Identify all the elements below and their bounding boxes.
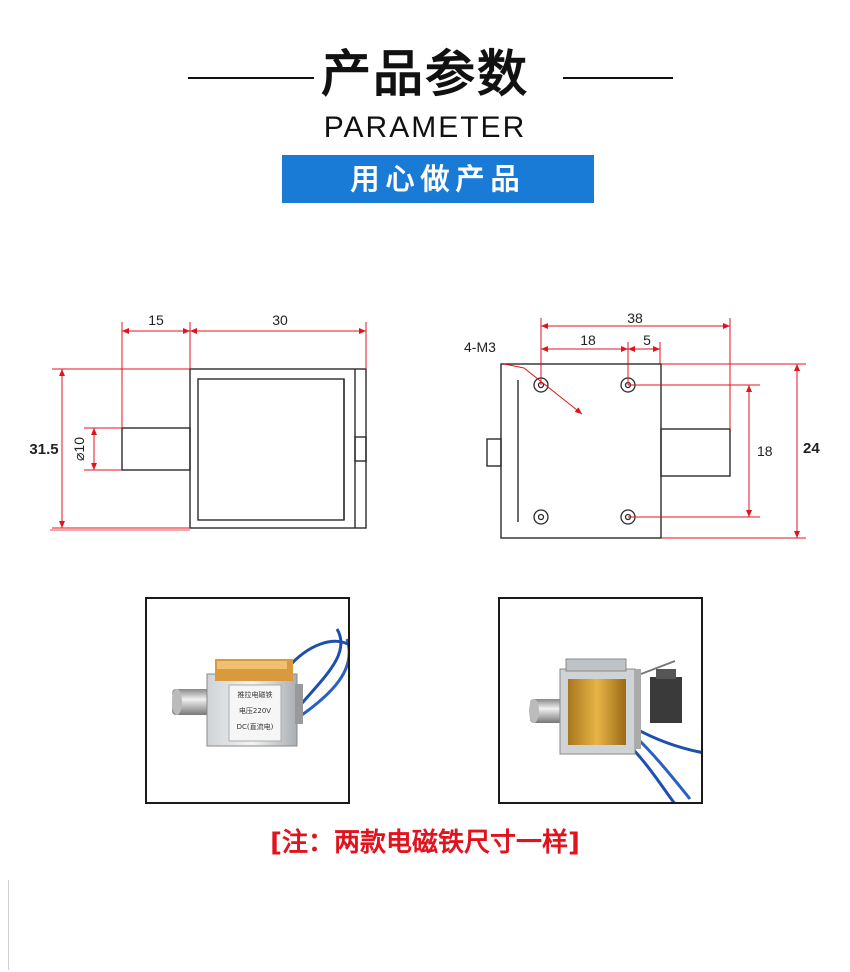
- product-photo-right: [498, 597, 703, 804]
- dim-left-31-5: 31.5: [29, 441, 58, 458]
- header-line-right: [563, 77, 673, 79]
- solenoid-photo-left: 推拉电磁铁 电压220V DC(直流电): [172, 628, 348, 747]
- slogan-banner: 用心做产品: [282, 155, 594, 203]
- product-photo-left: 推拉电磁铁 电压220V DC(直流电): [145, 597, 350, 804]
- left-view: 15 30 31.5 ⌀10: [29, 312, 367, 529]
- dim-right-5: 5: [643, 332, 651, 348]
- dim-left-15: 15: [148, 312, 164, 328]
- left-plunger: [121, 427, 191, 471]
- photo-label-line3: DC(直流电): [237, 722, 274, 731]
- dim-right-24: 24: [803, 440, 820, 457]
- technical-drawing: 15 30 31.5 ⌀10: [29, 310, 820, 539]
- left-frame-outline: [189, 368, 367, 529]
- dim-left-30: 30: [272, 312, 288, 328]
- dim-right-38: 38: [627, 310, 643, 326]
- left-margin-line: [8, 880, 9, 970]
- dim-right-18-top: 18: [580, 332, 596, 348]
- solenoid-photo-right: [529, 658, 701, 802]
- page-subtitle: PARAMETER: [323, 111, 527, 144]
- photo-label-line2: 电压220V: [239, 706, 271, 715]
- photo-label-line1: 推拉电磁铁: [238, 690, 273, 699]
- dim-right-18-side: 18: [757, 443, 773, 459]
- dim-left-diameter-group: ⌀10: [71, 437, 87, 461]
- hole-label: 4-M3: [464, 339, 496, 355]
- diameter-symbol: ⌀10: [71, 437, 87, 461]
- right-body-outline: [486, 363, 731, 539]
- header-line-left: [188, 77, 314, 79]
- page-title: 产品参数: [321, 45, 529, 103]
- size-note: [注：两款电磁铁尺寸一样]: [270, 828, 580, 858]
- dim-left-10: 10: [71, 437, 87, 453]
- mounting-holes: [533, 377, 636, 525]
- right-view: 38 18 5 18 24 4-M3: [464, 310, 820, 539]
